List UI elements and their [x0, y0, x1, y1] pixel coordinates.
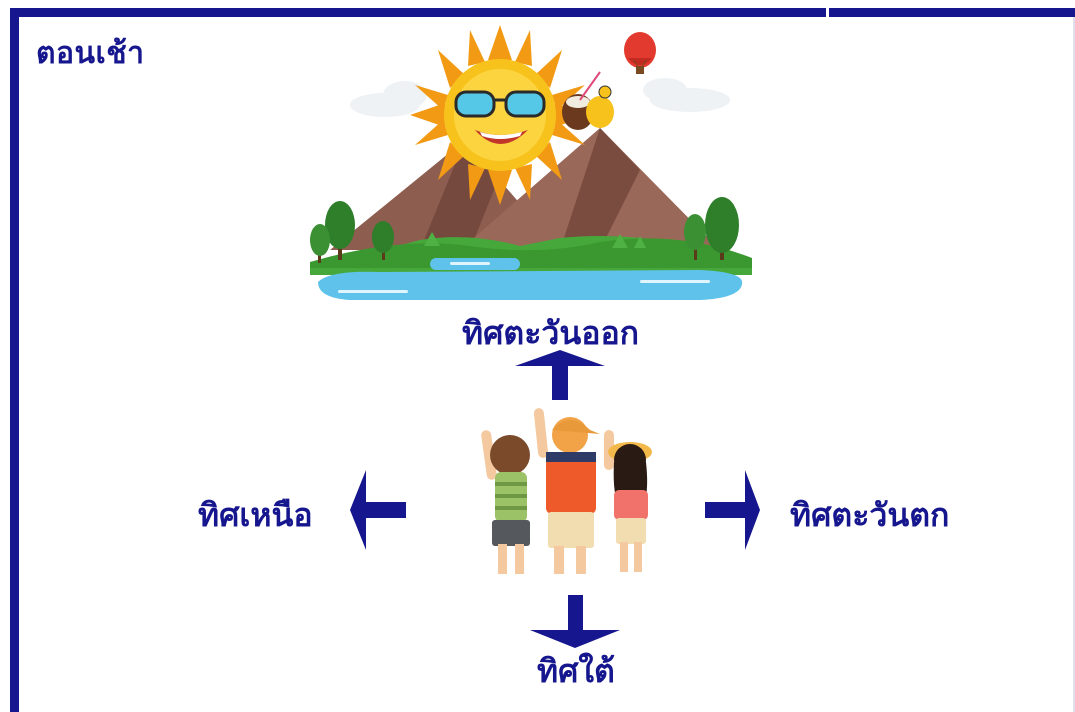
- label-north: ทิศเหนือ: [198, 496, 313, 534]
- page-title: ตอนเช้า: [36, 36, 145, 71]
- left-border: [10, 8, 19, 712]
- arrow-left-icon: [350, 470, 406, 550]
- label-west: ทิศตะวันตก: [790, 496, 950, 534]
- water: [318, 258, 743, 300]
- children-group-icon: [481, 408, 652, 574]
- sun-icon: [410, 25, 614, 205]
- arrow-up-icon: [515, 350, 605, 400]
- arrow-down-icon: [530, 595, 620, 648]
- tree-icon: [310, 197, 739, 263]
- label-south: ทิศใต้: [537, 652, 615, 690]
- top-border-gap: [826, 8, 829, 17]
- arrow-right-icon: [705, 470, 760, 550]
- hot-air-balloon-icon: [624, 32, 656, 74]
- cloud-icon: [350, 78, 730, 117]
- label-east: ทิศตะวันออก: [462, 314, 640, 352]
- top-border: [10, 8, 1075, 17]
- right-border: [1073, 17, 1075, 712]
